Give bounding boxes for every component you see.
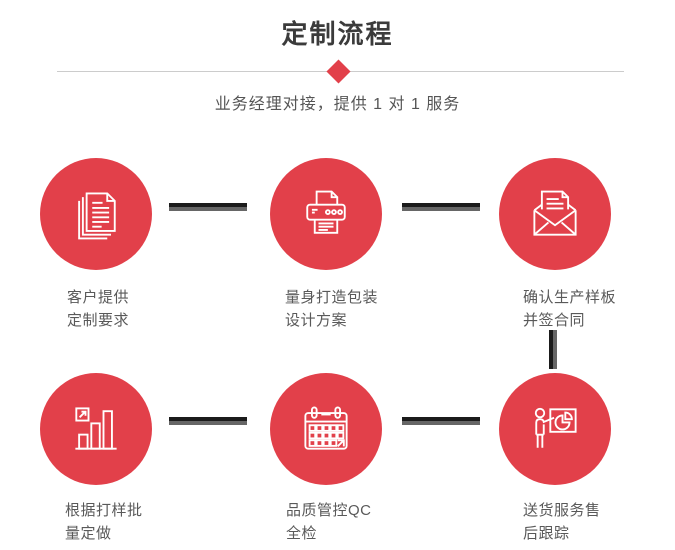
connector-step5-step6 bbox=[402, 417, 480, 425]
step-label-1-line2: 定制要求 bbox=[67, 312, 130, 329]
step-circle-3 bbox=[499, 158, 611, 270]
step-label-5-line2: 全检 bbox=[286, 525, 318, 542]
connector-step1-step2 bbox=[169, 203, 247, 211]
step-circle-4 bbox=[40, 373, 152, 485]
calendar-icon bbox=[304, 406, 348, 450]
page-title: 定制流程 bbox=[281, 19, 394, 49]
step-circle-1 bbox=[40, 158, 152, 270]
bar-chart-icon bbox=[75, 407, 117, 450]
step-circle-2 bbox=[270, 158, 382, 270]
step-label-3-line2: 并签合同 bbox=[523, 312, 586, 329]
diamond-icon bbox=[326, 59, 351, 84]
step-label-4: 根据打样批 量定做 bbox=[65, 499, 143, 545]
step-label-2: 量身打造包装 设计方案 bbox=[285, 286, 378, 332]
printer-icon bbox=[306, 190, 346, 234]
step-label-3-line1: 确认生产样板 bbox=[523, 289, 617, 306]
step-circle-5 bbox=[270, 373, 382, 485]
subtitle: 业务经理对接，提供 1 对 1 服务 bbox=[214, 96, 461, 113]
connector-step3-step6 bbox=[549, 330, 557, 369]
step-label-6: 送货服务售 后跟踪 bbox=[523, 499, 601, 545]
step-label-2-line1: 量身打造包装 bbox=[285, 289, 379, 306]
presentation-icon bbox=[534, 407, 577, 448]
step-label-1: 客户提供 定制要求 bbox=[67, 286, 129, 332]
step-label-1-line1: 客户提供 bbox=[67, 289, 130, 306]
step-label-4-line1: 根据打样批 bbox=[65, 502, 143, 519]
step-label-6-line1: 送货服务售 bbox=[523, 502, 601, 519]
documents-icon bbox=[78, 192, 116, 240]
step-label-5: 品质管控QC 全检 bbox=[286, 499, 372, 545]
connector-step2-step3 bbox=[402, 203, 480, 211]
step-label-2-line2: 设计方案 bbox=[285, 312, 348, 329]
step-label-4-line2: 量定做 bbox=[65, 525, 112, 542]
connector-step4-step5 bbox=[169, 417, 247, 425]
envelope-icon bbox=[533, 190, 577, 236]
step-label-5-line1: 品质管控QC bbox=[286, 502, 372, 519]
step-circle-6 bbox=[499, 373, 611, 485]
step-label-3: 确认生产样板 并签合同 bbox=[523, 286, 616, 332]
step-label-6-line2: 后跟踪 bbox=[523, 525, 570, 542]
